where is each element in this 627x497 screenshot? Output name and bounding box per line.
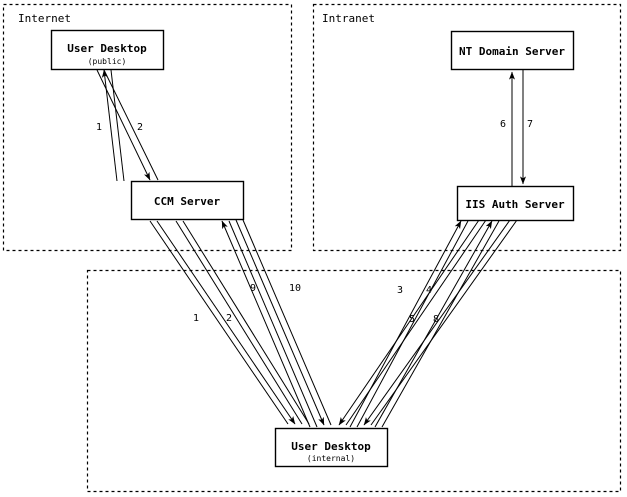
step-label-2-public: 2	[137, 122, 143, 133]
node-box-user-desktop-public[interactable]	[50, 29, 165, 71]
node-box-user-desktop-internal[interactable]	[274, 427, 389, 468]
step-label-2-internal: 2	[226, 313, 232, 324]
zone-label-internet: Internet	[18, 12, 71, 25]
step-label-5: 5	[409, 314, 415, 325]
step-label-1-internal: 1	[193, 313, 199, 324]
flow-arrow-step-1-internal	[156, 220, 296, 425]
flow-arrow-step-8	[363, 219, 511, 426]
node-box-iis-auth-server[interactable]	[456, 185, 575, 222]
flow-line-step-9-edge	[228, 220, 318, 428]
node-ccm-server[interactable]: CCM Server	[130, 180, 245, 221]
flow-line-step-4-edge	[345, 219, 487, 426]
flow-iis-to-internal-desktop	[338, 219, 518, 428]
flow-iis-to-nt-domain	[509, 70, 526, 186]
zone-boundary-internet	[2, 3, 293, 252]
node-box-ccm-server[interactable]	[130, 180, 245, 221]
flow-line-step-1-public-edge	[103, 69, 159, 181]
step-label-1-public: 1	[96, 122, 102, 133]
flow-line-step-2-internal-edge-b	[182, 220, 310, 425]
flow-arrow-step-2-public	[101, 69, 118, 182]
flow-arrow-step-3	[349, 220, 462, 428]
flow-line-step-5-edge	[381, 220, 500, 428]
node-title-nt-domain-server: NT Domain Server	[459, 45, 565, 58]
flow-line-step-2-public-edge	[110, 69, 125, 182]
flow-public-desktop-to-ccm	[96, 69, 159, 182]
step-label-8: 8	[433, 314, 439, 325]
node-iis-auth-server[interactable]: IIS Auth Server	[456, 185, 575, 222]
step-label-6: 6	[500, 119, 506, 130]
flow-line-step-1-internal-edge	[149, 220, 289, 425]
step-label-7: 7	[527, 119, 533, 130]
zone-boundary-internal	[86, 269, 622, 493]
node-subtitle-user-desktop-internal: (internal)	[307, 454, 355, 463]
node-user-desktop-public[interactable]: User Desktop (public)	[50, 29, 165, 71]
node-nt-domain-server[interactable]: NT Domain Server	[450, 30, 575, 71]
flow-line-step-8-edge	[370, 219, 518, 426]
flow-arrow-step-10	[235, 219, 325, 426]
flow-line-step-10-edge	[242, 219, 332, 426]
flow-line-step-3-edge	[356, 220, 469, 428]
node-user-desktop-internal[interactable]: User Desktop (internal)	[274, 427, 389, 468]
flow-arrow-step-4	[338, 219, 480, 426]
zone-label-intranet: Intranet	[322, 12, 375, 25]
step-label-4: 4	[426, 285, 432, 296]
flow-ccm-to-internal-desktop-9-10	[221, 219, 332, 428]
flow-line-step-2-internal-edge	[175, 220, 303, 425]
node-title-iis-auth-server: IIS Auth Server	[465, 198, 565, 211]
step-label-3: 3	[397, 285, 403, 296]
flow-ccm-to-internal-desktop-1-2	[149, 220, 310, 425]
step-label-9: 9	[250, 283, 256, 294]
flow-arrow-step-9	[221, 220, 311, 428]
node-title-user-desktop-internal: User Desktop	[291, 440, 371, 453]
node-subtitle-user-desktop-public: (public)	[88, 57, 127, 66]
node-title-user-desktop-public: User Desktop	[67, 42, 147, 55]
node-title-ccm-server: CCM Server	[154, 195, 221, 208]
step-label-10: 10	[289, 283, 301, 294]
node-box-nt-domain-server[interactable]	[450, 30, 575, 71]
